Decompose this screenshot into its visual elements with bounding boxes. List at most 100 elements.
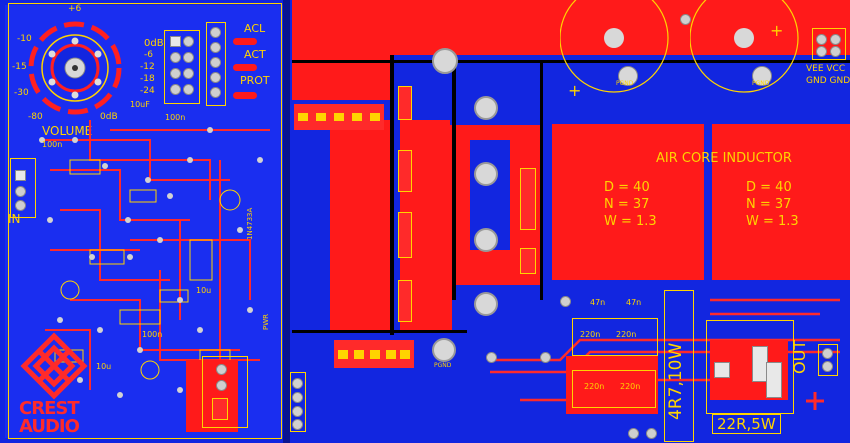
resistor-4r7-label: 4R7,10W xyxy=(666,342,686,420)
inductor-left-d: D = 40 xyxy=(604,180,650,195)
db-switch-pad xyxy=(183,52,194,63)
indicator-acl: ACL xyxy=(244,22,266,35)
volume-label: VOLUME xyxy=(42,124,93,138)
transistor-row-bottom xyxy=(334,340,414,368)
volume-scale-left-low: -30 xyxy=(14,88,29,98)
label-10u: 10u xyxy=(196,286,212,295)
svg-text:+: + xyxy=(770,21,783,40)
input-pin xyxy=(15,170,26,181)
plus-icon xyxy=(806,392,824,410)
crest-audio-logo-icon xyxy=(20,332,88,400)
volume-scale-bottom-left: -80 xyxy=(28,112,43,122)
supply-pin xyxy=(830,46,841,57)
volume-scale-bottom-right: 0dB xyxy=(100,112,118,122)
resistor-22r-label: 22R,5W xyxy=(712,414,781,434)
supply-pin xyxy=(830,34,841,45)
brand-audio: AUDIO xyxy=(19,416,80,437)
via xyxy=(646,428,657,439)
header-pin xyxy=(210,42,221,53)
capacitor-pad xyxy=(752,66,772,86)
inductor-right-d: D = 40 xyxy=(746,180,792,195)
output-pin xyxy=(822,348,833,359)
cap-220n: 220n xyxy=(580,330,601,339)
transistor-pad xyxy=(400,350,410,359)
regulator-pin xyxy=(216,380,227,391)
via xyxy=(486,352,497,363)
resistor-4r7-outline xyxy=(664,290,694,442)
preamp-circuitry xyxy=(39,120,270,400)
label-pwr: PWR xyxy=(262,313,270,330)
trace-gap xyxy=(540,60,543,300)
header-pin xyxy=(210,27,221,38)
db-step-24: -24 xyxy=(140,86,155,96)
output-pin xyxy=(822,361,833,372)
mosfet xyxy=(398,212,412,258)
indicator-act: ACT xyxy=(244,48,266,61)
trace-gap xyxy=(292,330,467,333)
zobel-copper xyxy=(566,356,658,414)
input-pin xyxy=(15,200,26,211)
regulator-tab xyxy=(212,398,228,420)
filter-capacitor-icon: + xyxy=(690,0,799,93)
brand-crest: CREST xyxy=(19,398,80,419)
trace-gap xyxy=(292,60,850,63)
edge-pin xyxy=(292,419,303,430)
db-switch-pad xyxy=(170,36,181,47)
header-connector xyxy=(206,22,226,106)
pgnd-label: PGND xyxy=(616,80,634,87)
input-connector-outline xyxy=(10,158,36,218)
pgnd-label: PGND xyxy=(434,362,452,369)
zobel-cap-outline xyxy=(572,370,656,408)
db-switch-pad xyxy=(183,84,194,95)
gate-resistor xyxy=(520,248,536,274)
input-label: IN xyxy=(8,212,21,226)
cap-220n-c: 220n xyxy=(584,382,605,391)
label-10u-b: 10u xyxy=(96,362,112,371)
label-100n-c: 100n xyxy=(142,330,163,339)
transistor-pad xyxy=(354,350,364,359)
mounting-hole xyxy=(432,48,458,74)
via xyxy=(680,14,691,25)
cap-47n-b: 47n xyxy=(626,298,642,307)
regulator-outline xyxy=(202,356,248,428)
db-switch-pad xyxy=(170,68,181,79)
output-connector xyxy=(818,344,838,376)
label-100n: 100n xyxy=(165,113,186,122)
copper-mid-block xyxy=(330,120,392,330)
supply-pin xyxy=(816,34,827,45)
capacitor-pad xyxy=(618,66,638,86)
transistor-row-top xyxy=(294,104,384,130)
edge-pin xyxy=(292,378,303,389)
header-pin xyxy=(210,87,221,98)
transistor-pad xyxy=(386,350,396,359)
cap-220n-b: 220n xyxy=(616,330,637,339)
inductor-pad-left xyxy=(552,124,704,280)
transistor-pad xyxy=(352,113,362,121)
transistor-pad xyxy=(370,113,380,121)
mosfet xyxy=(398,86,412,120)
via xyxy=(540,352,551,363)
indicator-prot: PROT xyxy=(240,74,270,87)
resistor-22r-pad xyxy=(714,362,730,378)
copper-left-lower xyxy=(292,100,332,370)
label-100n-b: 100n xyxy=(42,140,63,149)
label-zener: 1N4733A xyxy=(246,207,254,240)
trace-gap xyxy=(452,60,456,300)
trace-gap xyxy=(390,55,394,335)
via xyxy=(560,296,571,307)
header-pin xyxy=(210,57,221,68)
via xyxy=(628,428,639,439)
db-switch-pad xyxy=(183,68,194,79)
inductor-right-w: W = 1.3 xyxy=(746,214,799,229)
transistor-pad xyxy=(298,113,308,121)
db-switch-outline xyxy=(164,30,200,104)
edge-connector xyxy=(290,372,306,432)
inductor-pad-right xyxy=(712,124,850,280)
mounting-hole xyxy=(474,228,498,252)
supply-connector xyxy=(812,28,846,60)
pgnd-label: PGND xyxy=(752,80,770,87)
db-switch-pad xyxy=(183,36,194,47)
transistor-pad xyxy=(334,113,344,121)
db-switch-pad xyxy=(170,84,181,95)
